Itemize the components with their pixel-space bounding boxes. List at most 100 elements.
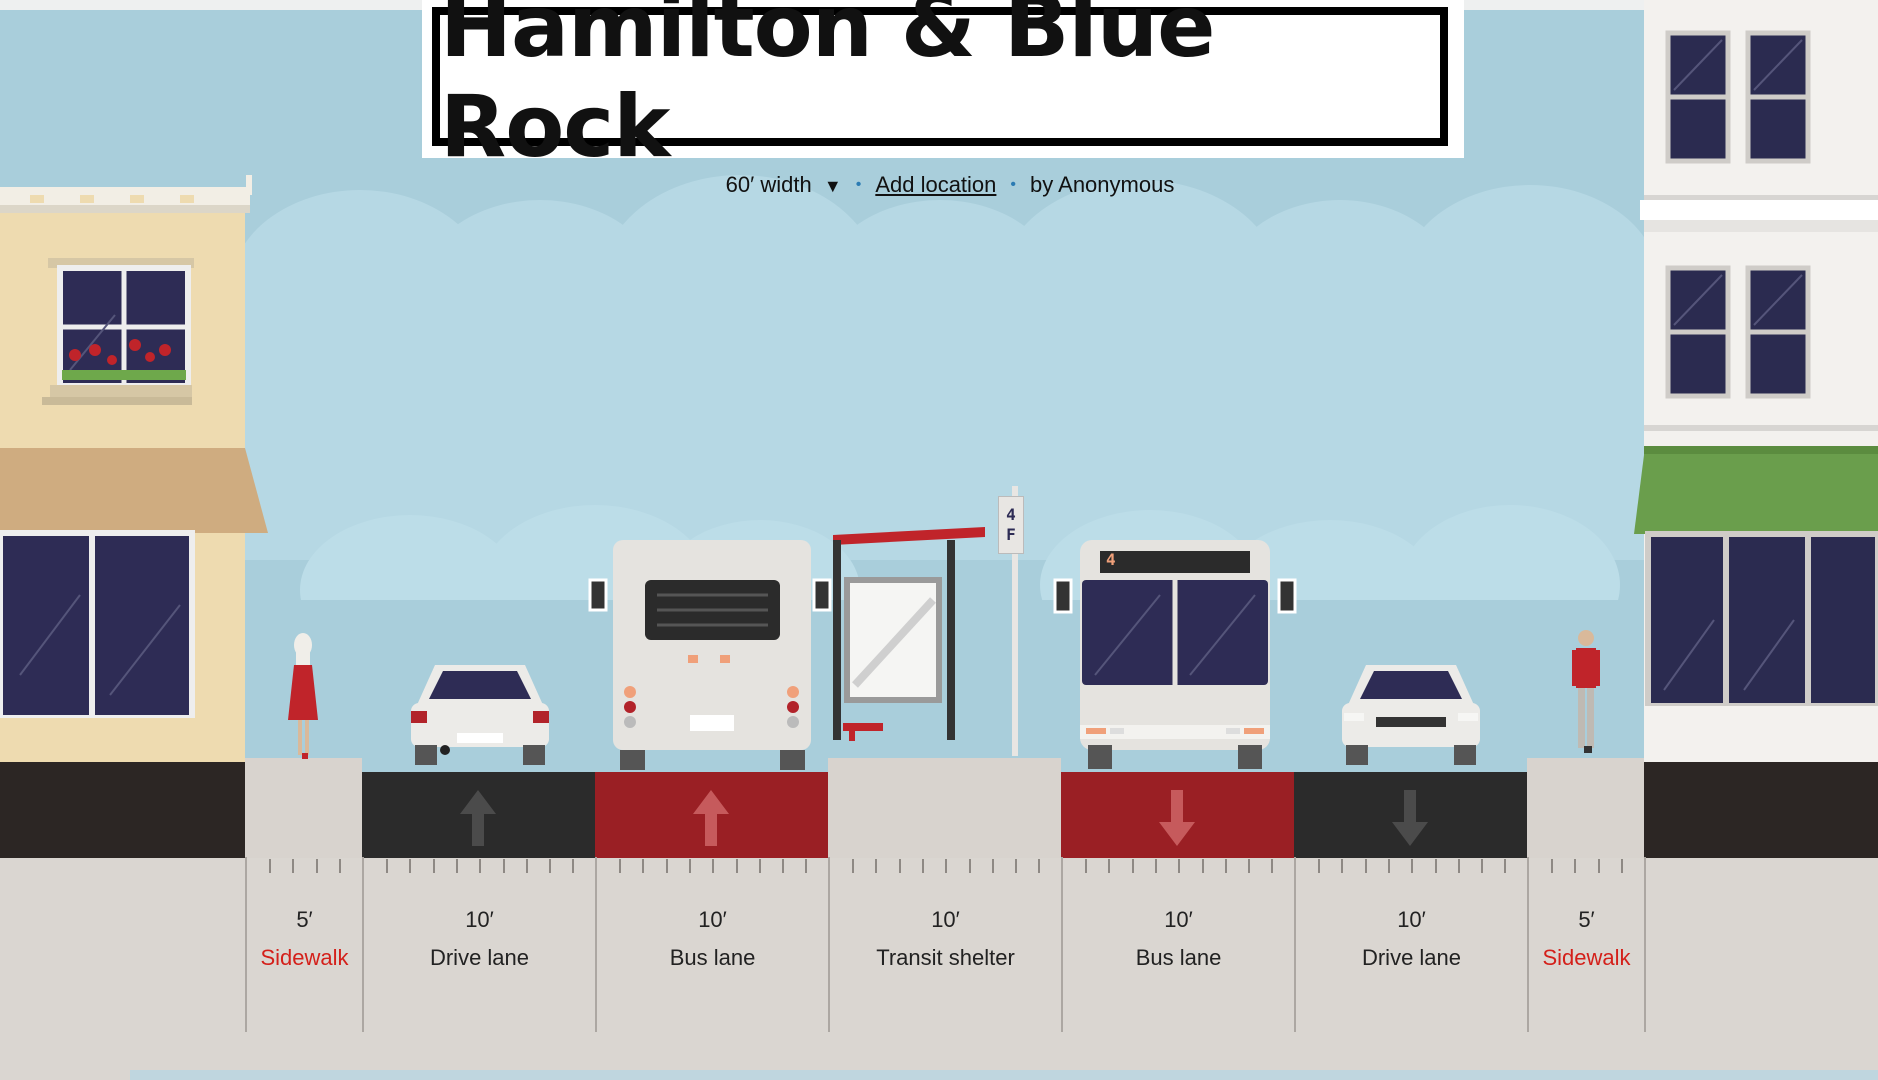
right-building xyxy=(1614,0,1878,765)
transit-shelter-surface xyxy=(828,758,1061,858)
tick-mark xyxy=(758,859,761,873)
add-location-link[interactable]: Add location xyxy=(875,172,997,197)
tick-mark xyxy=(338,859,341,873)
tick-mark xyxy=(1085,859,1087,873)
segment-drive-lane[interactable]: 10′ Drive lane xyxy=(1294,857,1529,1032)
tick-mark xyxy=(805,859,808,873)
sidewalk-surface-right xyxy=(1527,758,1644,858)
left-curb xyxy=(0,762,245,858)
bus-stop-sign-line2: F xyxy=(1006,525,1016,544)
segment-name: Drive lane xyxy=(429,945,530,970)
segment-bus-lane[interactable]: 10′ Bus lane xyxy=(595,857,830,1032)
bus-front xyxy=(1053,540,1297,769)
tick-mark xyxy=(432,859,435,873)
segment-drive-lane[interactable]: 10′ Drive lane xyxy=(362,857,597,1032)
tick-mark xyxy=(1248,859,1251,873)
tick-mark xyxy=(269,859,271,873)
tick-mark xyxy=(898,859,901,873)
car-rear xyxy=(411,665,549,765)
segment-name: Bus lane xyxy=(669,945,756,970)
measurement-ticks xyxy=(364,857,595,881)
measurement-ticks xyxy=(247,857,362,881)
tick-mark xyxy=(1154,859,1157,873)
segment-name: Transit shelter xyxy=(876,945,1015,970)
tick-mark xyxy=(1597,859,1600,873)
measurement-ticks xyxy=(597,857,828,881)
tick-mark xyxy=(1434,859,1437,873)
measurement-ticks xyxy=(1296,857,1527,881)
bus-stop-sign: 4 F xyxy=(996,486,1026,756)
street-meta-bar: 60′ width ▼ • Add location • by Anonymou… xyxy=(600,170,1300,200)
segment-name: Sidewalk xyxy=(1542,945,1631,970)
segment-sidewalk-right[interactable]: 5′ Sidewalk xyxy=(1527,857,1646,1032)
tick-mark xyxy=(712,859,715,873)
tick-mark xyxy=(642,859,645,873)
tick-mark xyxy=(502,859,505,873)
right-curb xyxy=(1644,762,1878,858)
segment-width[interactable]: 5′ xyxy=(296,907,313,932)
tick-mark xyxy=(945,859,948,873)
tick-mark xyxy=(1318,859,1320,873)
tick-mark xyxy=(386,859,388,873)
tick-mark xyxy=(549,859,552,873)
tick-mark xyxy=(782,859,785,873)
measurement-ticks xyxy=(1529,857,1644,881)
segment-width[interactable]: 10′ xyxy=(1164,907,1193,932)
palette-strip xyxy=(130,1070,1878,1080)
tick-mark xyxy=(968,859,971,873)
tick-mark xyxy=(921,859,924,873)
tick-mark xyxy=(1038,859,1041,873)
street-name-sign[interactable]: Hamilton & Blue Rock xyxy=(432,0,1448,177)
segment-transit-shelter[interactable]: 10′ Transit shelter xyxy=(828,857,1063,1032)
tick-mark xyxy=(1551,859,1553,873)
segment-name: Drive lane xyxy=(1361,945,1462,970)
tick-mark xyxy=(1341,859,1344,873)
tick-mark xyxy=(1411,859,1414,873)
tick-mark xyxy=(1015,859,1018,873)
segment-width[interactable]: 10′ xyxy=(1397,907,1426,932)
arrow-down-icon xyxy=(1159,790,1195,846)
tick-mark xyxy=(572,859,575,873)
tick-mark xyxy=(525,859,528,873)
tick-mark xyxy=(1457,859,1460,873)
separator-dot: • xyxy=(855,176,862,193)
segment-width[interactable]: 10′ xyxy=(698,907,727,932)
segment-info-area xyxy=(0,858,1878,1080)
tick-mark xyxy=(1387,859,1390,873)
measurement-ticks xyxy=(1063,857,1294,881)
separator-dot: • xyxy=(1010,176,1017,193)
tick-mark xyxy=(1504,859,1507,873)
tick-mark xyxy=(735,859,738,873)
pedestrian-woman xyxy=(288,633,318,759)
chevron-down-icon: ▼ xyxy=(823,176,842,196)
segment-name: Bus lane xyxy=(1135,945,1222,970)
segment-width[interactable]: 10′ xyxy=(931,907,960,932)
tick-mark xyxy=(479,859,482,873)
tick-mark xyxy=(1620,859,1623,873)
arrow-down-icon xyxy=(1392,790,1428,846)
tick-mark xyxy=(1108,859,1111,873)
tick-mark xyxy=(991,859,994,873)
sidewalk-surface-left xyxy=(245,758,362,858)
author-label: by Anonymous xyxy=(1030,172,1175,197)
segment-width[interactable]: 5′ xyxy=(1578,907,1595,932)
tick-mark xyxy=(1131,859,1134,873)
left-building xyxy=(0,175,268,765)
tick-mark xyxy=(619,859,621,873)
tick-mark xyxy=(455,859,458,873)
tick-mark xyxy=(1481,859,1484,873)
tick-mark xyxy=(1201,859,1204,873)
street-name[interactable]: Hamilton & Blue Rock xyxy=(440,0,1215,177)
segment-name: Sidewalk xyxy=(260,945,349,970)
tick-mark xyxy=(1574,859,1577,873)
tick-mark xyxy=(688,859,691,873)
tick-mark xyxy=(292,859,295,873)
tick-mark xyxy=(1178,859,1181,873)
car-front xyxy=(1342,665,1480,765)
segment-sidewalk-left[interactable]: 5′ Sidewalk xyxy=(245,857,364,1032)
arrow-up-icon xyxy=(693,790,729,846)
street-width-menu[interactable]: 60′ width ▼ xyxy=(726,172,842,198)
segment-bus-lane[interactable]: 10′ Bus lane xyxy=(1061,857,1296,1032)
tick-mark xyxy=(409,859,412,873)
segment-width[interactable]: 10′ xyxy=(465,907,494,932)
